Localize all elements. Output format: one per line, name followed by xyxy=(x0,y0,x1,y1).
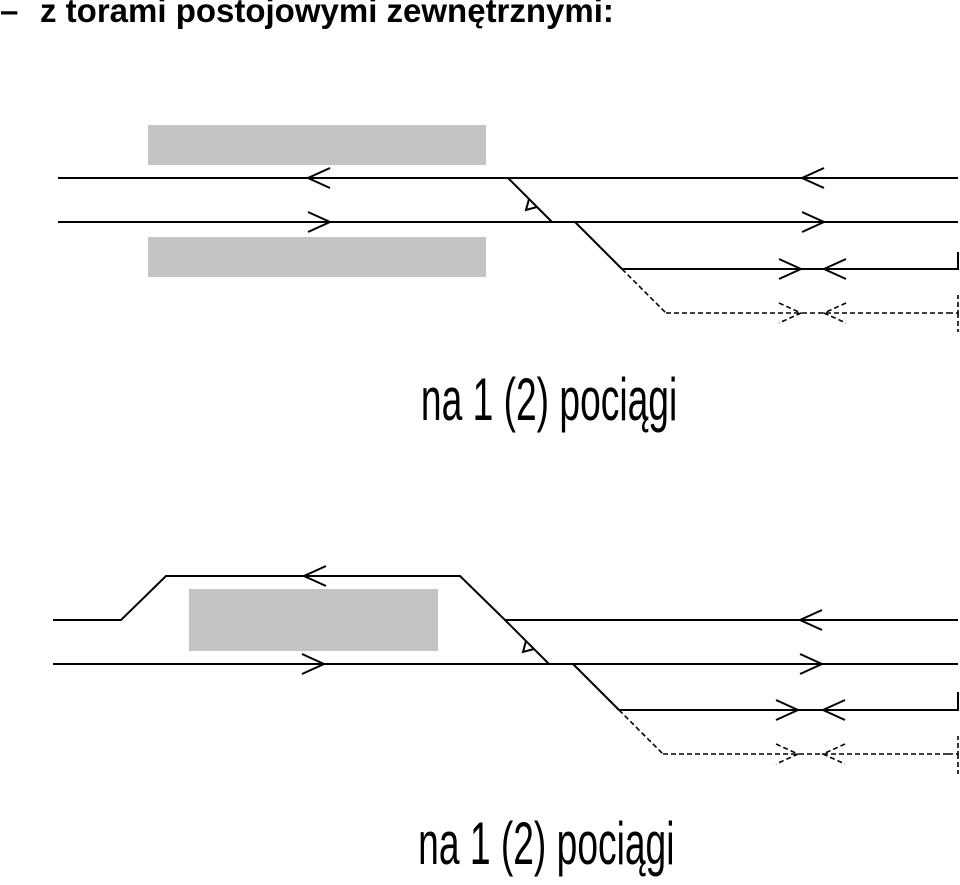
arrow-right xyxy=(801,211,827,233)
arrow-left xyxy=(301,565,327,587)
arrow-left xyxy=(305,167,331,189)
crossover xyxy=(504,619,550,665)
optional-siding-turnout xyxy=(621,268,667,314)
siding-turnout xyxy=(574,221,623,270)
arrow-left xyxy=(820,699,846,721)
diagram-1: na 1 (2) pociągi xyxy=(58,125,959,433)
arrow-left xyxy=(797,609,823,631)
crossover-arrow xyxy=(524,198,538,212)
platform-lower xyxy=(148,237,486,277)
main-track-1-bypass xyxy=(53,575,958,621)
arrow-right xyxy=(799,653,825,675)
arrow-right xyxy=(775,743,800,765)
arrow-right xyxy=(778,258,804,280)
arrow-right xyxy=(301,653,327,675)
page-heading: –z torami postojowymi zewnętrznymi: xyxy=(0,0,614,30)
diagram-1-caption: na 1 (2) pociągi xyxy=(421,366,677,433)
arrow-left xyxy=(822,302,847,324)
optional-buffer-stop xyxy=(948,736,959,755)
platform-upper xyxy=(148,125,486,165)
arrow-left xyxy=(799,167,825,189)
siding-buffer-stop xyxy=(948,692,959,711)
heading-text: z torami postojowymi zewnętrznymi: xyxy=(40,0,614,29)
optional-buffer-stop xyxy=(948,295,959,314)
siding-turnout xyxy=(572,663,620,711)
arrow-right xyxy=(778,302,803,324)
platform xyxy=(189,589,438,651)
diagram-2: na 1 (2) pociągi xyxy=(53,565,959,877)
crossover-arrow xyxy=(521,640,535,654)
arrow-left xyxy=(821,258,847,280)
arrow-right xyxy=(775,699,801,721)
optional-siding-turnout xyxy=(618,709,664,755)
arrow-right xyxy=(307,211,333,233)
siding-buffer-stop xyxy=(948,252,959,270)
crossover xyxy=(507,177,553,223)
diagram-2-caption: na 1 (2) pociągi xyxy=(418,810,674,877)
arrow-left xyxy=(821,743,846,765)
heading-dash: – xyxy=(0,0,19,29)
